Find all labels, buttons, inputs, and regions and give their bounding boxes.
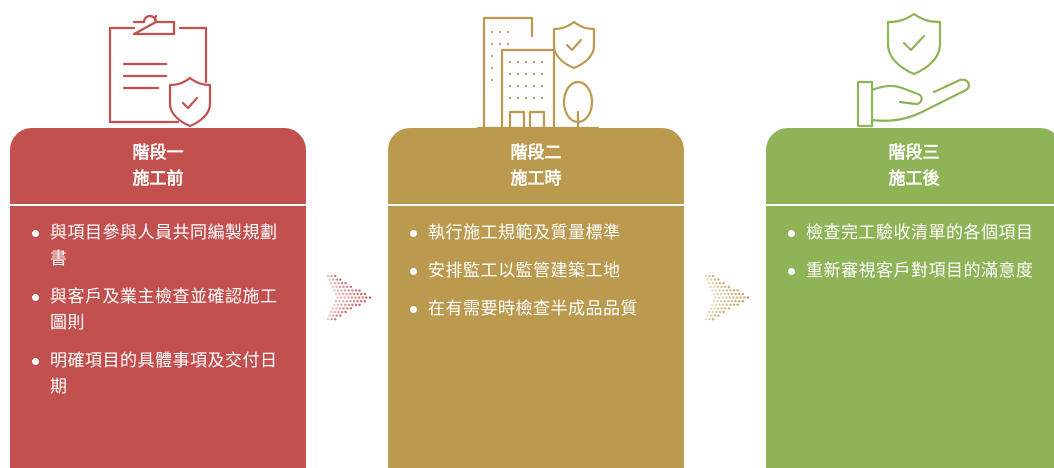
stage-body: 與項目參與人員共同編製規劃書 與客戶及業主檢查並確認施工圖則 明確項目的具體事項… [10,206,306,468]
clipboard-shield-icon [108,14,212,128]
stage-title: 施工後 [888,169,940,189]
list-item: 檢查完工驗收清單的各個項目 [786,220,1044,246]
bullet-icon [32,358,39,365]
list-item: 與項目參與人員共同編製規劃書 [30,220,288,272]
dotted-arrow-right-icon [326,274,372,321]
stage-header: 階段三 施工後 [766,128,1054,206]
hand-shield-icon [856,12,970,128]
stage-title: 施工前 [132,169,184,189]
bullet-icon [410,230,417,237]
list-item: 在有需要時檢查半成品品質 [408,296,666,322]
stage-header: 階段一 施工前 [10,128,306,206]
bullet-icon [788,268,795,275]
list-item: 安排監工以監管建築工地 [408,258,666,284]
bullet-icon [32,230,39,237]
stage-body: 執行施工規範及質量標準 安排監工以監管建築工地 在有需要時檢查半成品品質 [388,206,684,468]
dotted-arrow-right-icon [704,274,750,321]
stage-body: 檢查完工驗收清單的各個項目 重新審視客戶對項目的滿意度 [766,206,1054,468]
phase-label: 階段一 [132,143,184,163]
bullet-icon [410,306,417,313]
list-item: 執行施工規範及質量標準 [408,220,666,246]
stage-card-during: 階段二 施工時 執行施工規範及質量標準 安排監工以監管建築工地 在有需要時檢查半… [388,128,684,468]
list-item: 明確項目的具體事項及交付日期 [30,348,288,400]
phase-label: 階段二 [510,143,562,163]
stage-title: 施工時 [510,169,562,189]
stage-card-before: 階段一 施工前 與項目參與人員共同編製規劃書 與客戶及業主檢查並確認施工圖則 明… [10,128,306,468]
phase-label: 階段三 [888,143,940,163]
list-item: 與客戶及業主檢查並確認施工圖則 [30,284,288,336]
list-item: 重新審視客戶對項目的滿意度 [786,258,1044,284]
stage-card-after: 階段三 施工後 檢查完工驗收清單的各個項目 重新審視客戶對項目的滿意度 [766,128,1054,468]
stage-header: 階段二 施工時 [388,128,684,206]
bullet-icon [410,268,417,275]
buildings-shield-icon [476,16,600,130]
bullet-icon [32,294,39,301]
bullet-icon [788,230,795,237]
